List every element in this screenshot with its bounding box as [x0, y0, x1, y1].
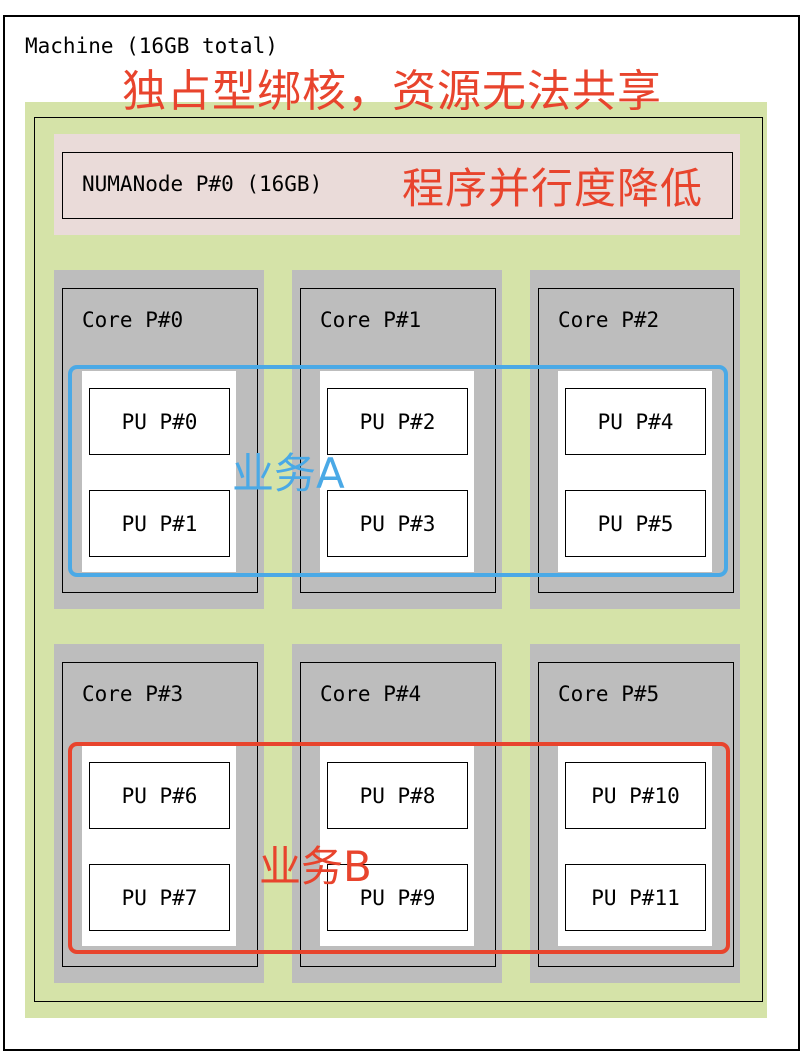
- core-box: [538, 662, 734, 967]
- pu-box: PU P#10: [565, 762, 706, 829]
- group-b-outline: [68, 742, 730, 954]
- parallelism-reduced-note: 程序并行度降低: [402, 164, 704, 213]
- pu-box: PU P#1: [89, 490, 230, 557]
- pu-box: PU P#6: [89, 762, 230, 829]
- numa-node-box: [62, 152, 733, 219]
- pu-box: PU P#11: [565, 864, 706, 931]
- core-label: Core P#4: [320, 682, 422, 706]
- group-a-outline: [68, 365, 728, 577]
- pu-box: PU P#3: [327, 490, 468, 557]
- machine-inner-border: [34, 117, 763, 1002]
- core-label: Core P#2: [558, 308, 660, 332]
- core-label: Core P#3: [82, 682, 184, 706]
- pu-box: PU P#0: [89, 388, 230, 455]
- core-label: Core P#0: [82, 308, 184, 332]
- pu-box: PU P#5: [565, 490, 706, 557]
- pu-box: PU P#9: [327, 864, 468, 931]
- core-box: [538, 288, 734, 593]
- pu-box: PU P#2: [327, 388, 468, 455]
- core-box: [300, 288, 496, 593]
- core-box: [300, 662, 496, 967]
- pu-box: PU P#8: [327, 762, 468, 829]
- core-label: Core P#1: [320, 308, 422, 332]
- core-label: Core P#5: [558, 682, 660, 706]
- core-box: [62, 662, 258, 967]
- pu-box: PU P#4: [565, 388, 706, 455]
- core-box: [62, 288, 258, 593]
- exclusive-binding-note: 独占型绑核，资源无法共享: [122, 66, 662, 117]
- pu-box: PU P#7: [89, 864, 230, 931]
- group-b-label: 业务B: [259, 842, 372, 891]
- machine-label: Machine (16GB total): [25, 34, 278, 58]
- group-a-label: 业务A: [232, 449, 345, 498]
- numa-node-label: NUMANode P#0 (16GB): [82, 172, 323, 196]
